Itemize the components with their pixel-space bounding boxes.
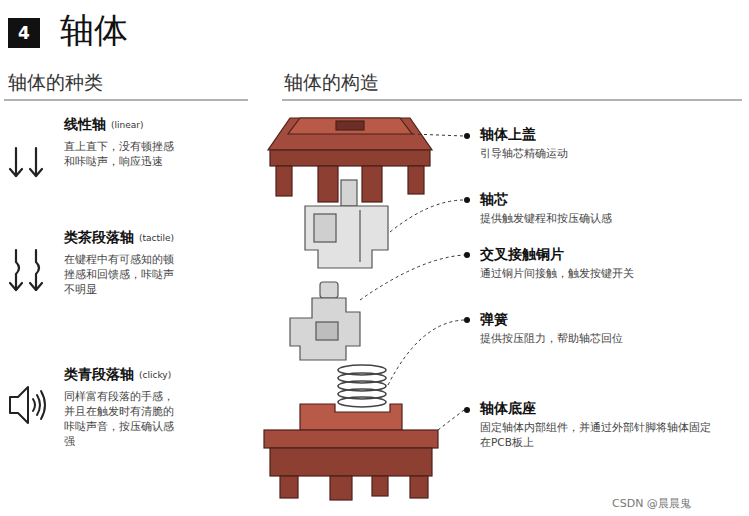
leader-line: [360, 134, 464, 430]
type-description: 在键程中有可感知的顿挫感和回馈感，咔哒声不明显: [64, 252, 179, 297]
section-rule: [282, 99, 742, 100]
part-description: 提供触发键程和按压确认感: [480, 211, 730, 226]
base-housing: [264, 404, 438, 500]
part-description: 引导轴芯精确运动: [480, 146, 730, 161]
type-name: 线性轴: [64, 116, 106, 134]
callout-dot: [464, 133, 470, 413]
part-description: 固定轴体内部组件，并通过外部针脚将轴体固定在PCB板上: [480, 420, 712, 450]
part-description: 通过铜片间接触，触发按键开关: [480, 266, 730, 281]
type-name: 类青段落轴: [64, 366, 134, 384]
stem: [305, 180, 388, 268]
page-title: 轴体: [60, 8, 128, 54]
section-heading: 轴体的构造: [284, 70, 379, 96]
type-name: 类茶段落轴: [64, 229, 134, 247]
badge-number: 4: [18, 23, 30, 43]
type-description: 直上直下，没有顿挫感和咔哒声，响应迅速: [64, 139, 179, 169]
tactile-icon: [10, 250, 42, 290]
part-name: 轴体底座: [480, 400, 536, 418]
type-tag: (clicky): [139, 370, 171, 380]
contact-leaf: [290, 282, 360, 360]
part-name: 交叉接触铜片: [480, 246, 564, 264]
part-name: 轴芯: [480, 191, 508, 209]
clicky-icon: [10, 387, 45, 423]
number-badge: 4: [8, 18, 40, 48]
spring: [338, 365, 386, 407]
part-name: 轴体上盖: [480, 126, 536, 144]
part-description: 提供按压阻力，帮助轴芯回位: [480, 331, 730, 346]
type-tag: (linear): [111, 120, 143, 130]
part-name: 弹簧: [480, 311, 508, 329]
section-heading: 轴体的种类: [8, 70, 103, 96]
section-rule: [4, 99, 248, 100]
linear-icon: [10, 148, 42, 176]
watermark: CSDN @晨晨鬼: [612, 496, 691, 511]
type-tag: (tactile): [139, 233, 174, 243]
type-description: 同样富有段落的手感，并且在触发时有清脆的咔哒声音，按压确认感强: [64, 389, 179, 449]
